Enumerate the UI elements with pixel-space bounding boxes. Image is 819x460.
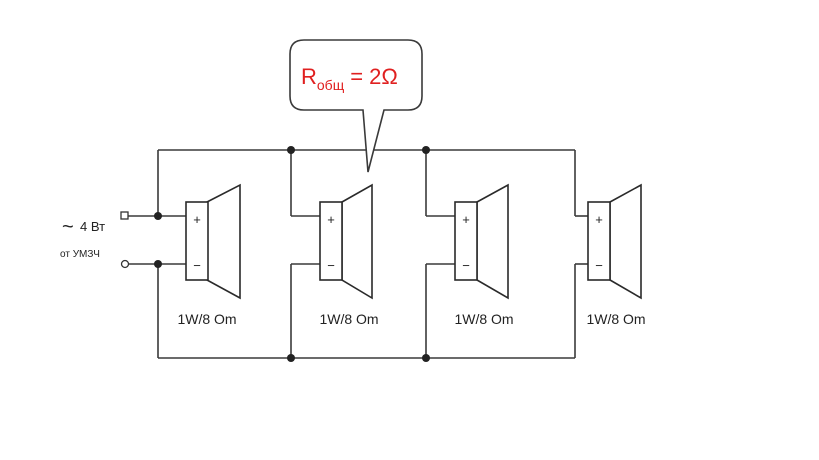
speaker-minus-sign: − — [595, 258, 603, 273]
speaker-plus-sign: + — [193, 212, 201, 227]
junction-dots — [154, 146, 430, 362]
callout-resistance-text: Rобщ = 2Ω — [301, 64, 398, 93]
callout-value: = 2Ω — [350, 64, 398, 89]
callout-symbol: R — [301, 64, 317, 89]
speaker-plus-sign: + — [327, 212, 335, 227]
circuit-wires — [127, 149, 588, 359]
junction-dot — [154, 212, 162, 220]
speaker-magnet-box — [185, 201, 209, 281]
speaker-magnet-box — [319, 201, 343, 281]
input-terminal-minus — [120, 259, 130, 269]
speaker-cone — [206, 183, 241, 300]
junction-dot — [154, 260, 162, 268]
junction-dot — [287, 354, 295, 362]
speaker-magnet-box — [587, 201, 611, 281]
speaker-cone — [341, 183, 373, 300]
junction-dot — [422, 146, 430, 154]
input-terminal-plus — [120, 211, 129, 220]
input-source-label: от УМЗЧ — [60, 249, 100, 260]
junction-dot — [422, 354, 430, 362]
speaker-2: + − 1W/8 Om — [319, 183, 379, 327]
speaker-cone — [476, 183, 509, 300]
speaker-3: + − 1W/8 Om — [454, 183, 514, 327]
speaker-rating-label: 1W/8 Om — [319, 311, 378, 327]
callout-subscript: общ — [317, 77, 345, 93]
speaker-cone — [609, 183, 642, 300]
total-resistance-callout: Rобщ = 2Ω — [289, 39, 423, 173]
speaker-minus-sign: − — [193, 258, 201, 273]
speaker-rating-label: 1W/8 Om — [586, 311, 645, 327]
speaker-1: + − 1W/8 Om — [177, 183, 241, 327]
input-power-label: 4 Вт — [80, 219, 105, 234]
speaker-magnet-box — [454, 201, 478, 281]
speaker-minus-sign: − — [327, 258, 335, 273]
ac-tilde-symbol: ~ — [62, 216, 74, 238]
speaker-4: + − 1W/8 Om — [586, 183, 646, 327]
speaker-rating-label: 1W/8 Om — [177, 311, 236, 327]
speaker-plus-sign: + — [595, 212, 603, 227]
speaker-rating-label: 1W/8 Om — [454, 311, 513, 327]
speaker-plus-sign: + — [462, 212, 470, 227]
junction-dot — [287, 146, 295, 154]
callout-bubble — [289, 39, 423, 173]
speaker-minus-sign: − — [462, 258, 470, 273]
